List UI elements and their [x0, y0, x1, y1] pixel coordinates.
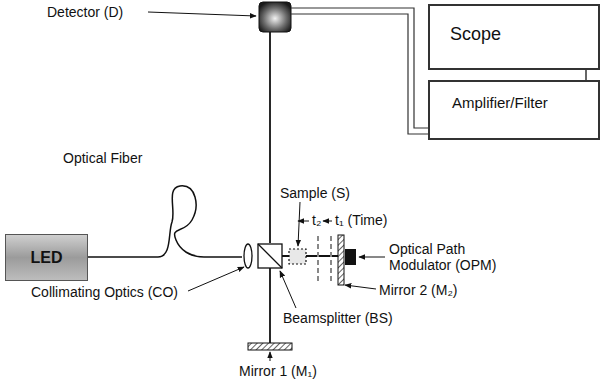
- beam-path: [269, 32, 271, 243]
- node-text: Amplifier/Filter: [452, 94, 548, 111]
- part-label: Detector (D): [46, 4, 124, 20]
- signal-cable: [585, 70, 587, 80]
- node-text: LED: [31, 249, 63, 267]
- time-arrow: [323, 221, 332, 222]
- part-label: Optical Path Modulator (OPM): [388, 241, 515, 273]
- part-label: Sample (S): [279, 185, 351, 201]
- amplifier-box: Amplifier/Filter: [428, 80, 600, 140]
- part-label: Collimating Optics (CO): [30, 284, 179, 300]
- time-label: t₂: [311, 212, 322, 228]
- path-modulator: [345, 249, 356, 265]
- sample-cell: [289, 249, 306, 264]
- part-label: Mirror 1 (M₁): [238, 363, 318, 379]
- detector: [259, 2, 291, 32]
- part-label: Mirror 2 (M₂): [378, 282, 459, 298]
- signal-wire: [291, 8, 436, 128]
- leader-lines: [148, 12, 385, 361]
- beamsplitter-diagonal: [258, 244, 282, 268]
- mirror-1: [248, 343, 292, 350]
- signal-wire: [291, 14, 448, 134]
- mirror-position: [330, 236, 332, 284]
- mirror-position: [317, 236, 319, 284]
- part-label: Beamsplitter (BS): [282, 310, 394, 326]
- time-label: t₁ (Time): [334, 212, 388, 228]
- beam-path: [269, 268, 271, 343]
- light-source-box: LED: [5, 234, 88, 281]
- node-text: Scope: [450, 24, 501, 45]
- mirror-2: [338, 235, 344, 285]
- scope-box: Scope: [428, 4, 600, 70]
- optical-fiber: [88, 186, 242, 257]
- part-label: Optical Fiber: [62, 150, 143, 166]
- collimating-lens: [244, 244, 252, 268]
- beamsplitter-cube: [258, 244, 282, 268]
